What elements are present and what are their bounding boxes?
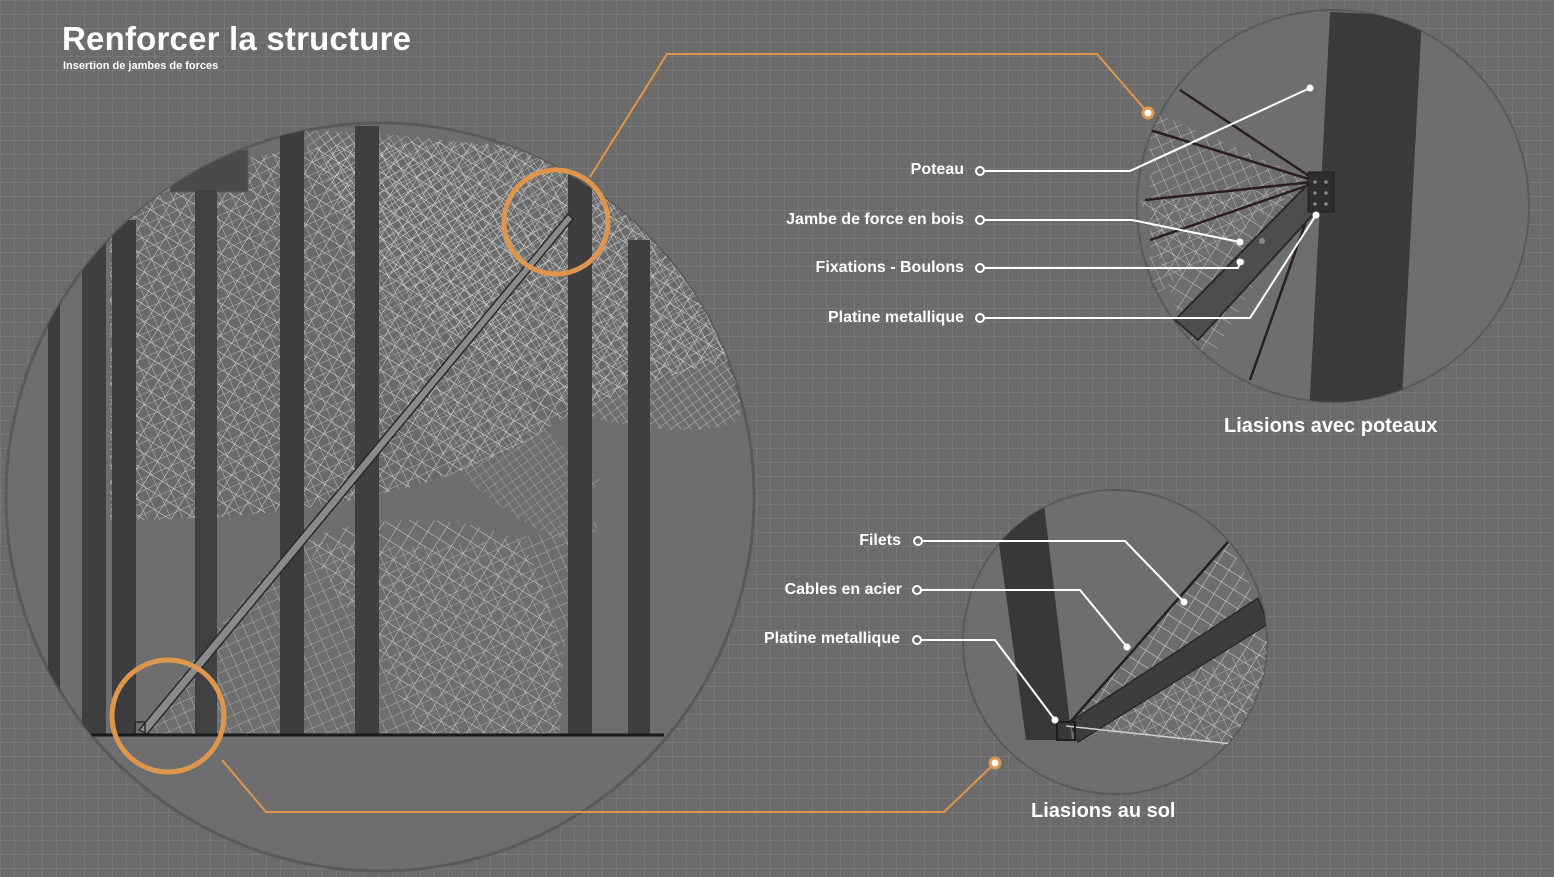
steel-cable xyxy=(1064,541,1229,729)
post xyxy=(355,126,379,735)
label-jambe-de-force: Jambe de force en bois xyxy=(786,211,964,228)
post xyxy=(280,130,304,735)
net-ground-b xyxy=(1080,640,1267,750)
leader-dots-bottom xyxy=(1051,598,1188,724)
leader-dots-top xyxy=(1236,84,1320,266)
label-platine-metallique-bottom: Platine metallique xyxy=(763,630,900,647)
main-detail-view xyxy=(4,121,756,873)
label-poteau: Poteau xyxy=(910,161,964,178)
post xyxy=(195,190,217,735)
caption-poteaux: Liasions avec poteaux xyxy=(1224,415,1438,437)
leaders-bottom xyxy=(917,540,1185,721)
ground-connection-detail xyxy=(912,489,1268,795)
label-platine-metallique-top: Platine metallique xyxy=(827,309,964,326)
page-title: Renforcer la structure xyxy=(62,20,412,57)
leader-anchors-top xyxy=(975,166,985,323)
connector-top-dot xyxy=(1141,106,1155,120)
label-cables-en-acier: Cables en acier xyxy=(784,581,902,598)
net-canopy-d xyxy=(320,130,600,540)
label-fixations-boulons: Fixations - Boulons xyxy=(815,259,964,276)
post-connection-detail xyxy=(975,9,1530,403)
top-beam xyxy=(169,149,249,193)
cables xyxy=(1144,88,1313,381)
label-filets: Filets xyxy=(859,532,901,549)
leader-anchors-bottom xyxy=(912,536,923,645)
connector-top xyxy=(589,53,1149,178)
highlight-top-circle xyxy=(501,167,611,277)
ground-post xyxy=(995,505,1072,740)
page-subtitle: Insertion de jambes de forces xyxy=(63,60,219,72)
ground-plate xyxy=(1056,721,1076,741)
connector-ground xyxy=(221,759,996,813)
post xyxy=(82,240,106,735)
post xyxy=(568,170,592,735)
caption-sol: Liasions au sol xyxy=(1031,800,1176,822)
connector-ground-dot xyxy=(988,756,1002,770)
post-detail xyxy=(1309,11,1422,402)
steel-plate xyxy=(1307,171,1335,213)
post xyxy=(628,240,650,735)
post xyxy=(48,300,60,735)
highlight-ground-circle xyxy=(109,657,227,775)
post xyxy=(112,220,136,735)
